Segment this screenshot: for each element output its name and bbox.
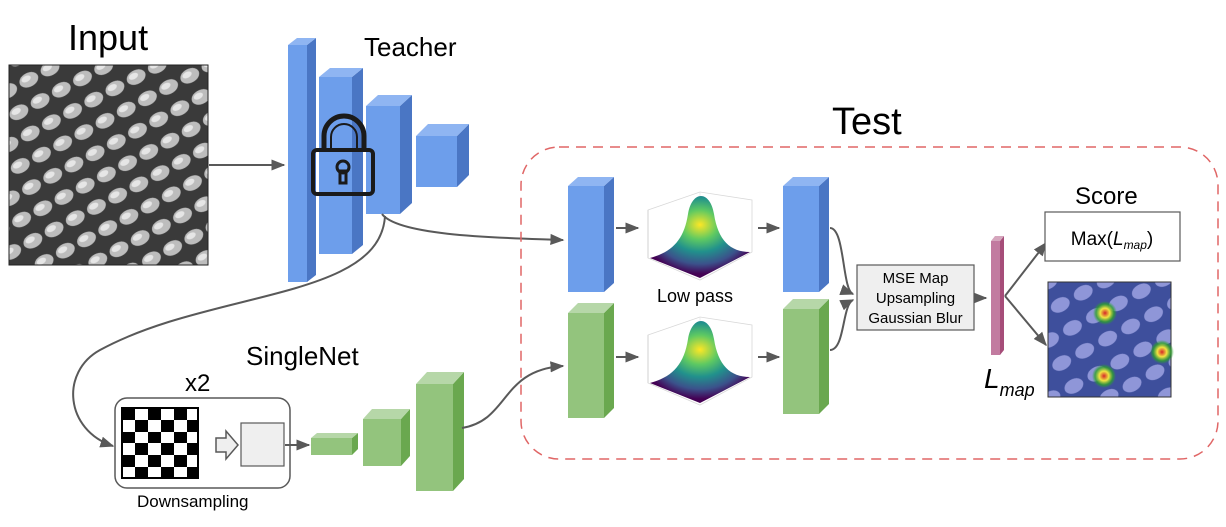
- lmap-label: Lmap: [984, 363, 1035, 400]
- singlenet-network: [311, 372, 464, 491]
- downsampling-block: [114, 397, 291, 489]
- filtered-teacher-features: [783, 177, 829, 292]
- score-value: Max(Lmap): [1071, 229, 1153, 252]
- gaussian-blur-label: Gaussian Blur: [868, 310, 962, 327]
- anomaly-heatmap: [1047, 281, 1174, 398]
- input-image: [8, 64, 209, 266]
- arrow-teacher-to-mse: [829, 227, 855, 295]
- checkerboard-icon: [121, 407, 199, 479]
- lock-icon: [311, 113, 375, 196]
- lowpass-plot-bottom: [647, 316, 753, 406]
- arrow-lmap-to-score: [1004, 241, 1047, 297]
- lowpass-plot-top: [647, 191, 753, 281]
- arrow-singlenet-to-test: [461, 361, 565, 429]
- teacher-network: [288, 38, 469, 282]
- arrow-teacher-to-test: [381, 213, 565, 246]
- x2-label: x2: [185, 370, 210, 397]
- arrow-singlenet-to-mse: [829, 299, 855, 351]
- score-box: Max(Lmap): [1044, 211, 1181, 262]
- low-pass-label: Low pass: [657, 286, 733, 306]
- arrow-lmap-to-heatmap: [1004, 295, 1047, 347]
- filtered-singlenet-features: [783, 299, 829, 414]
- block-arrow-icon: [215, 428, 239, 462]
- arrow-teacher-to-downsampling: [72, 215, 386, 448]
- mse-processing-box: MSE Map Upsampling Gaussian Blur: [856, 264, 975, 331]
- mse-map-label: MSE Map: [883, 270, 949, 287]
- upsampling-label: Upsampling: [876, 290, 955, 307]
- singlenet-label: SingleNet: [246, 341, 360, 371]
- downsampling-label: Downsampling: [137, 492, 249, 511]
- test-region: [520, 146, 1219, 460]
- input-label: Input: [68, 17, 148, 58]
- test-label: Test: [832, 101, 902, 143]
- score-label: Score: [1075, 183, 1138, 210]
- test-singlenet-features: [568, 303, 614, 418]
- test-teacher-features: [568, 177, 614, 292]
- teacher-label: Teacher: [364, 32, 457, 62]
- lmap-bar: [991, 236, 1004, 355]
